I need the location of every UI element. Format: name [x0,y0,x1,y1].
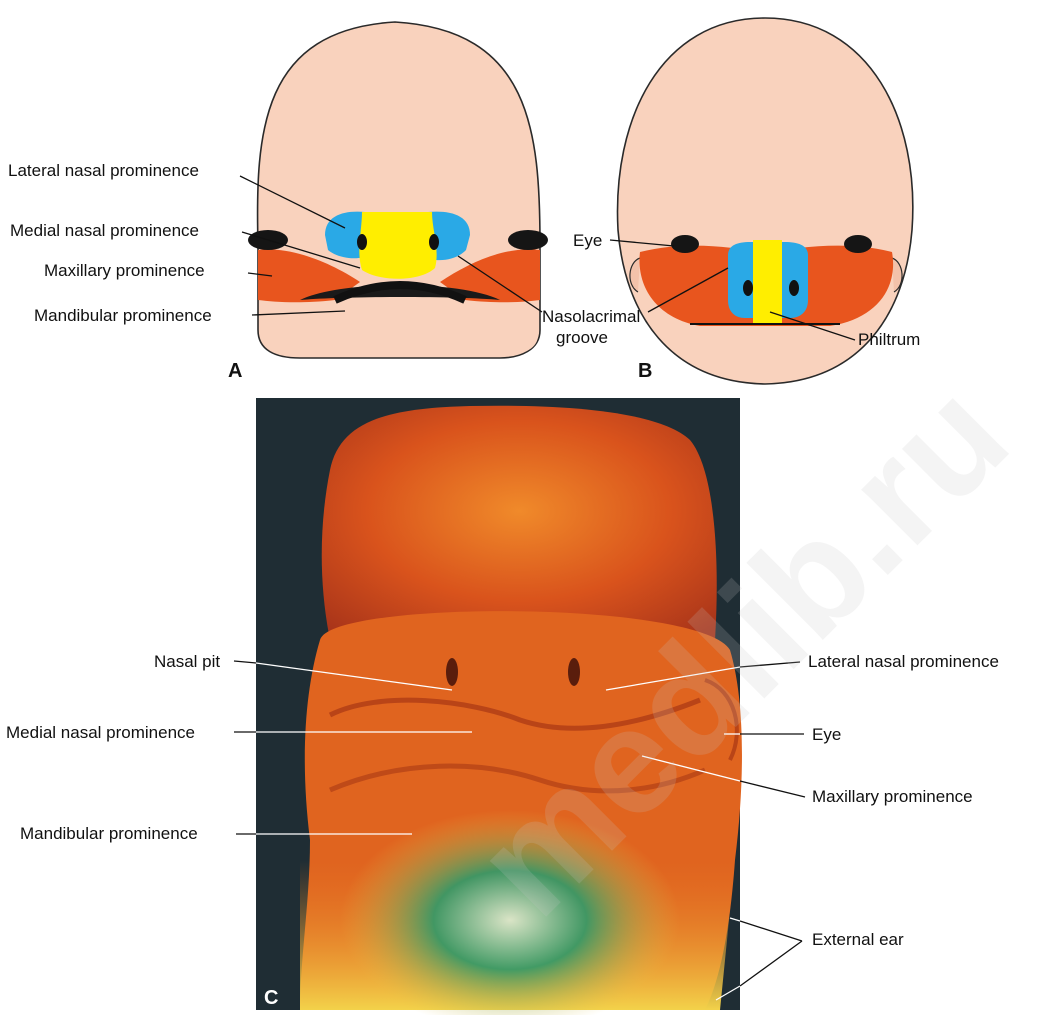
label-b-nasolacrimal-groove-line1: Nasolacrimal [542,307,640,326]
panel-b-left-eye [671,235,699,253]
panel-a-right-eye [508,230,548,250]
label-c-nasal-pit: Nasal pit [154,652,220,671]
label-b-eye: Eye [573,231,602,250]
panel-a-right-nasal-pit [429,234,439,250]
panel-a-medial-nasal [359,212,436,279]
leader-c-ear-lower-black [740,941,802,986]
panel-b-right-eye [844,235,872,253]
label-c-mandibular-prominence: Mandibular prominence [20,824,198,843]
panel-b-left-nasal-pit [743,280,753,296]
panel-c-letter: C [264,987,278,1009]
label-c-medial-nasal-prominence: Medial nasal prominence [6,723,195,742]
panel-c-right-nasal-pit [568,658,580,686]
panel-c-forehead [322,406,717,640]
panel-c-left-nasal-pit [446,658,458,686]
label-b-philtrum: Philtrum [858,330,920,349]
leader-c-ear-upper-black [740,921,802,941]
leader-c-nasal-pit-black [234,661,256,663]
leader-c-maxillary-black [740,781,805,797]
panel-a-lower-skin [262,300,538,356]
label-a-mandibular-prominence: Mandibular prominence [34,306,212,325]
label-a-lateral-nasal-prominence: Lateral nasal prominence [8,161,199,180]
panel-b-right-nasal-pit [789,280,799,296]
label-b-nasolacrimal-groove-line2: groove [556,328,608,347]
label-c-maxillary-prominence: Maxillary prominence [812,787,973,806]
label-c-eye: Eye [812,725,841,744]
label-c-external-ear: External ear [812,930,904,949]
panel-a-illustration [248,22,548,358]
label-a-medial-nasal-prominence: Medial nasal prominence [10,221,199,240]
panel-a-left-nasal-pit [357,234,367,250]
panel-b-medial-nasal [753,240,782,325]
label-a-maxillary-prominence: Maxillary prominence [44,261,205,280]
panel-a-letter: A [228,360,242,382]
panel-b-letter: B [638,360,652,382]
